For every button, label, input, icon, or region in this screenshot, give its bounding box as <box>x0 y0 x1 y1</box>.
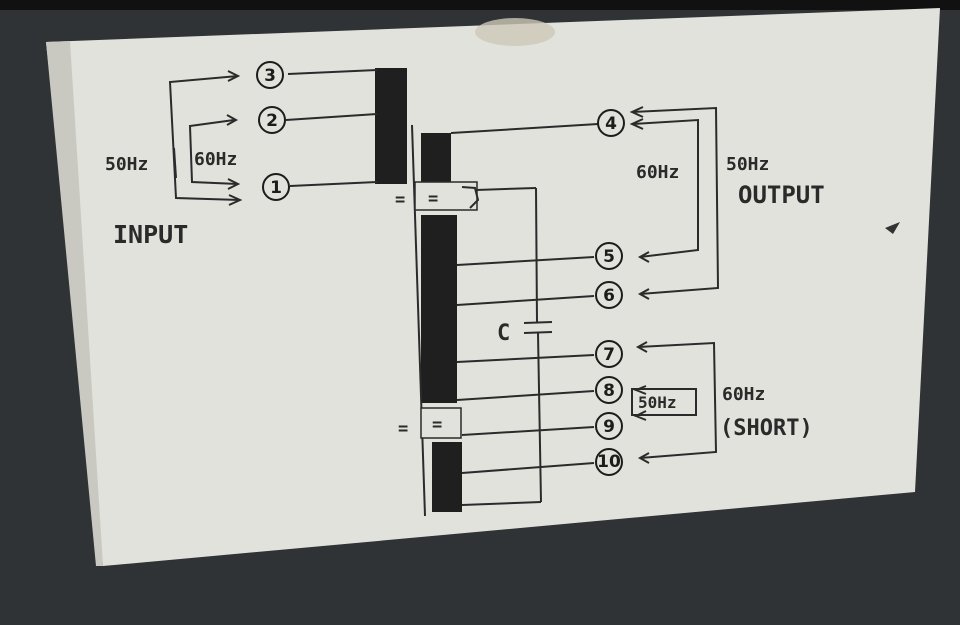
terminal-1-label: 1 <box>270 178 282 198</box>
output-60hz-label: 60Hz <box>636 162 679 183</box>
core-mark-left-bottom: = <box>398 419 408 439</box>
capacitor-plate-top <box>523 321 553 324</box>
input-50hz-bracket <box>168 75 241 201</box>
capacitor-lead-bottom <box>537 332 542 503</box>
terminal-5-label: 5 <box>603 247 615 267</box>
arrow-head-t3 <box>227 70 241 82</box>
input-50hz-label: 50Hz <box>105 154 148 175</box>
core-line <box>411 124 426 517</box>
short-label: (SHORT) <box>720 416 813 441</box>
wire-t4 <box>450 123 599 134</box>
wire-t8 <box>456 390 595 401</box>
terminal-9-label: 9 <box>603 417 615 437</box>
input-label-divider <box>173 147 177 179</box>
wire-t5 <box>456 256 595 266</box>
wire-t7 <box>456 354 595 363</box>
arrow-head-t4-a <box>629 118 644 130</box>
wire-t10 <box>461 462 595 474</box>
arrow-head-t1-a <box>228 194 243 206</box>
arrow-head-t9 <box>633 410 647 421</box>
arrow-head-t1-b <box>227 178 241 190</box>
capacitor-label: C <box>497 321 510 346</box>
plate-stain <box>475 18 555 46</box>
short-50hz-box <box>631 388 697 416</box>
output-50hz-bracket <box>631 106 720 295</box>
terminal-4 <box>597 109 625 137</box>
secondary-winding-middle <box>421 215 457 403</box>
core-mark-left-top: = <box>395 190 405 210</box>
terminal-9 <box>595 412 623 440</box>
terminal-6 <box>595 281 623 309</box>
short-60hz-bracket <box>637 341 718 459</box>
wire-t6 <box>456 295 595 306</box>
terminal-1 <box>262 173 290 201</box>
capacitor-plate-bottom <box>523 331 553 334</box>
top-shadow <box>0 0 960 10</box>
terminal-7-label: 7 <box>603 345 615 365</box>
secondary-winding-top <box>421 133 451 183</box>
terminal-8-label: 8 <box>603 381 615 401</box>
arrow-head-t5 <box>637 251 650 263</box>
terminal-3 <box>256 61 284 89</box>
input-60hz-label: 60Hz <box>194 149 237 170</box>
secondary-winding-bottom <box>432 442 462 512</box>
arrow-head-t2 <box>226 114 239 126</box>
core-mark-right-top: = <box>428 189 438 209</box>
input-label: INPUT <box>113 220 188 249</box>
wire-t1 <box>289 181 378 187</box>
terminal-10-label: 10 <box>597 452 621 472</box>
wire-t3 <box>287 69 378 75</box>
arrow-head-t7 <box>635 341 648 353</box>
terminal-10 <box>595 448 623 476</box>
terminal-3-label: 3 <box>264 66 276 86</box>
primary-winding <box>375 68 407 184</box>
arrow-head-t10 <box>637 452 650 464</box>
capacitor-bottom-wire <box>461 501 542 506</box>
output-50hz-label: 50Hz <box>726 154 769 175</box>
short-60hz-label: 60Hz <box>722 384 765 405</box>
core-tap-wire <box>461 186 480 209</box>
core-mark-right-bottom: = <box>432 415 442 435</box>
terminal-4-label: 4 <box>605 114 617 134</box>
arrow-head-t4-b <box>629 106 644 118</box>
terminal-8 <box>595 376 623 404</box>
capacitor-top-wire <box>475 187 537 191</box>
terminal-5 <box>595 242 623 270</box>
arrow-head-t6 <box>637 288 650 300</box>
plate-left-edge-shade <box>46 41 103 566</box>
arrow-head-t8 <box>633 385 647 395</box>
terminal-7 <box>595 340 623 368</box>
core-marker-box-top <box>414 181 478 211</box>
terminal-2 <box>258 106 286 134</box>
wire-t2 <box>285 113 378 121</box>
output-60hz-bracket <box>631 118 699 258</box>
core-marker-box-bottom <box>420 407 462 439</box>
terminal-2-label: 2 <box>266 111 278 131</box>
capacitor-lead-top <box>535 187 538 323</box>
wire-t9 <box>461 426 595 436</box>
label-plate <box>46 8 940 566</box>
input-60hz-bracket <box>188 119 239 185</box>
plate-mark <box>885 222 900 234</box>
short-50hz-label: 50Hz <box>638 393 677 412</box>
terminal-6-label: 6 <box>603 286 615 306</box>
output-label: OUTPUT <box>738 181 825 209</box>
